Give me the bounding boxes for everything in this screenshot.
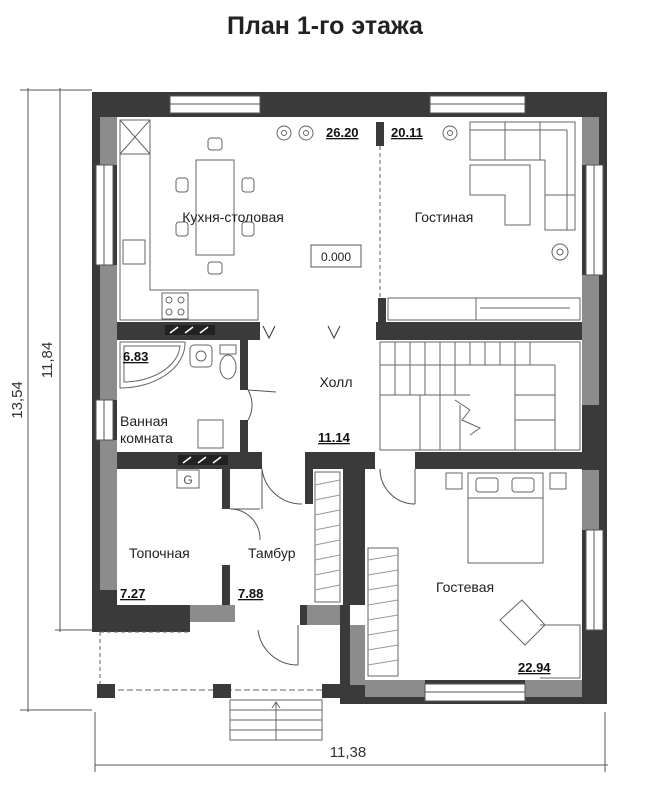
- level-mark: 0.000: [321, 250, 351, 264]
- room-guest-label: Гостевая: [436, 579, 494, 595]
- wardrobes: [314, 471, 399, 677]
- page-title: План 1-го этажа: [227, 12, 423, 40]
- gas-box: [176, 469, 200, 489]
- guest-furniture: [445, 472, 581, 679]
- room-boiler-area: 7.27: [120, 586, 145, 601]
- room-kitchen-label: Кухня-столовая: [182, 209, 284, 225]
- room-vestibule-area: 7.88: [238, 586, 263, 601]
- kitchen-furniture: [119, 119, 314, 321]
- room-vestibule-label: Тамбур: [248, 545, 296, 561]
- radiators: [165, 325, 228, 465]
- dimension-lines: [20, 88, 608, 772]
- room-bath-label-2: комната: [120, 430, 173, 446]
- dimension-width: 11,38: [330, 744, 366, 761]
- living-furniture: [387, 121, 581, 321]
- vent-marks: [262, 325, 341, 340]
- room-hall-label: Холл: [320, 374, 353, 390]
- room-hall-area: 11.14: [318, 430, 351, 445]
- gas-label: G: [183, 473, 192, 487]
- level-mark-box: [310, 244, 362, 268]
- room-kitchen-area: 26.20: [326, 125, 359, 140]
- outer-walls: [92, 92, 607, 704]
- room-bath-area: 6.83: [123, 349, 148, 364]
- room-guest-area: 22.94: [518, 660, 551, 675]
- dimension-height-total: 13,54: [9, 381, 26, 419]
- bathroom-fixtures: [119, 341, 237, 449]
- porch-columns: [97, 684, 340, 698]
- stairs: [379, 341, 581, 451]
- room-living-area: 20.11: [391, 125, 423, 140]
- room-living-label: Гостиная: [415, 209, 474, 225]
- doors: [229, 389, 416, 666]
- dimension-height-inner: 11,84: [39, 342, 56, 378]
- room-boiler-label: Топочная: [129, 545, 190, 561]
- room-bath-label-1: Ванная: [120, 413, 168, 429]
